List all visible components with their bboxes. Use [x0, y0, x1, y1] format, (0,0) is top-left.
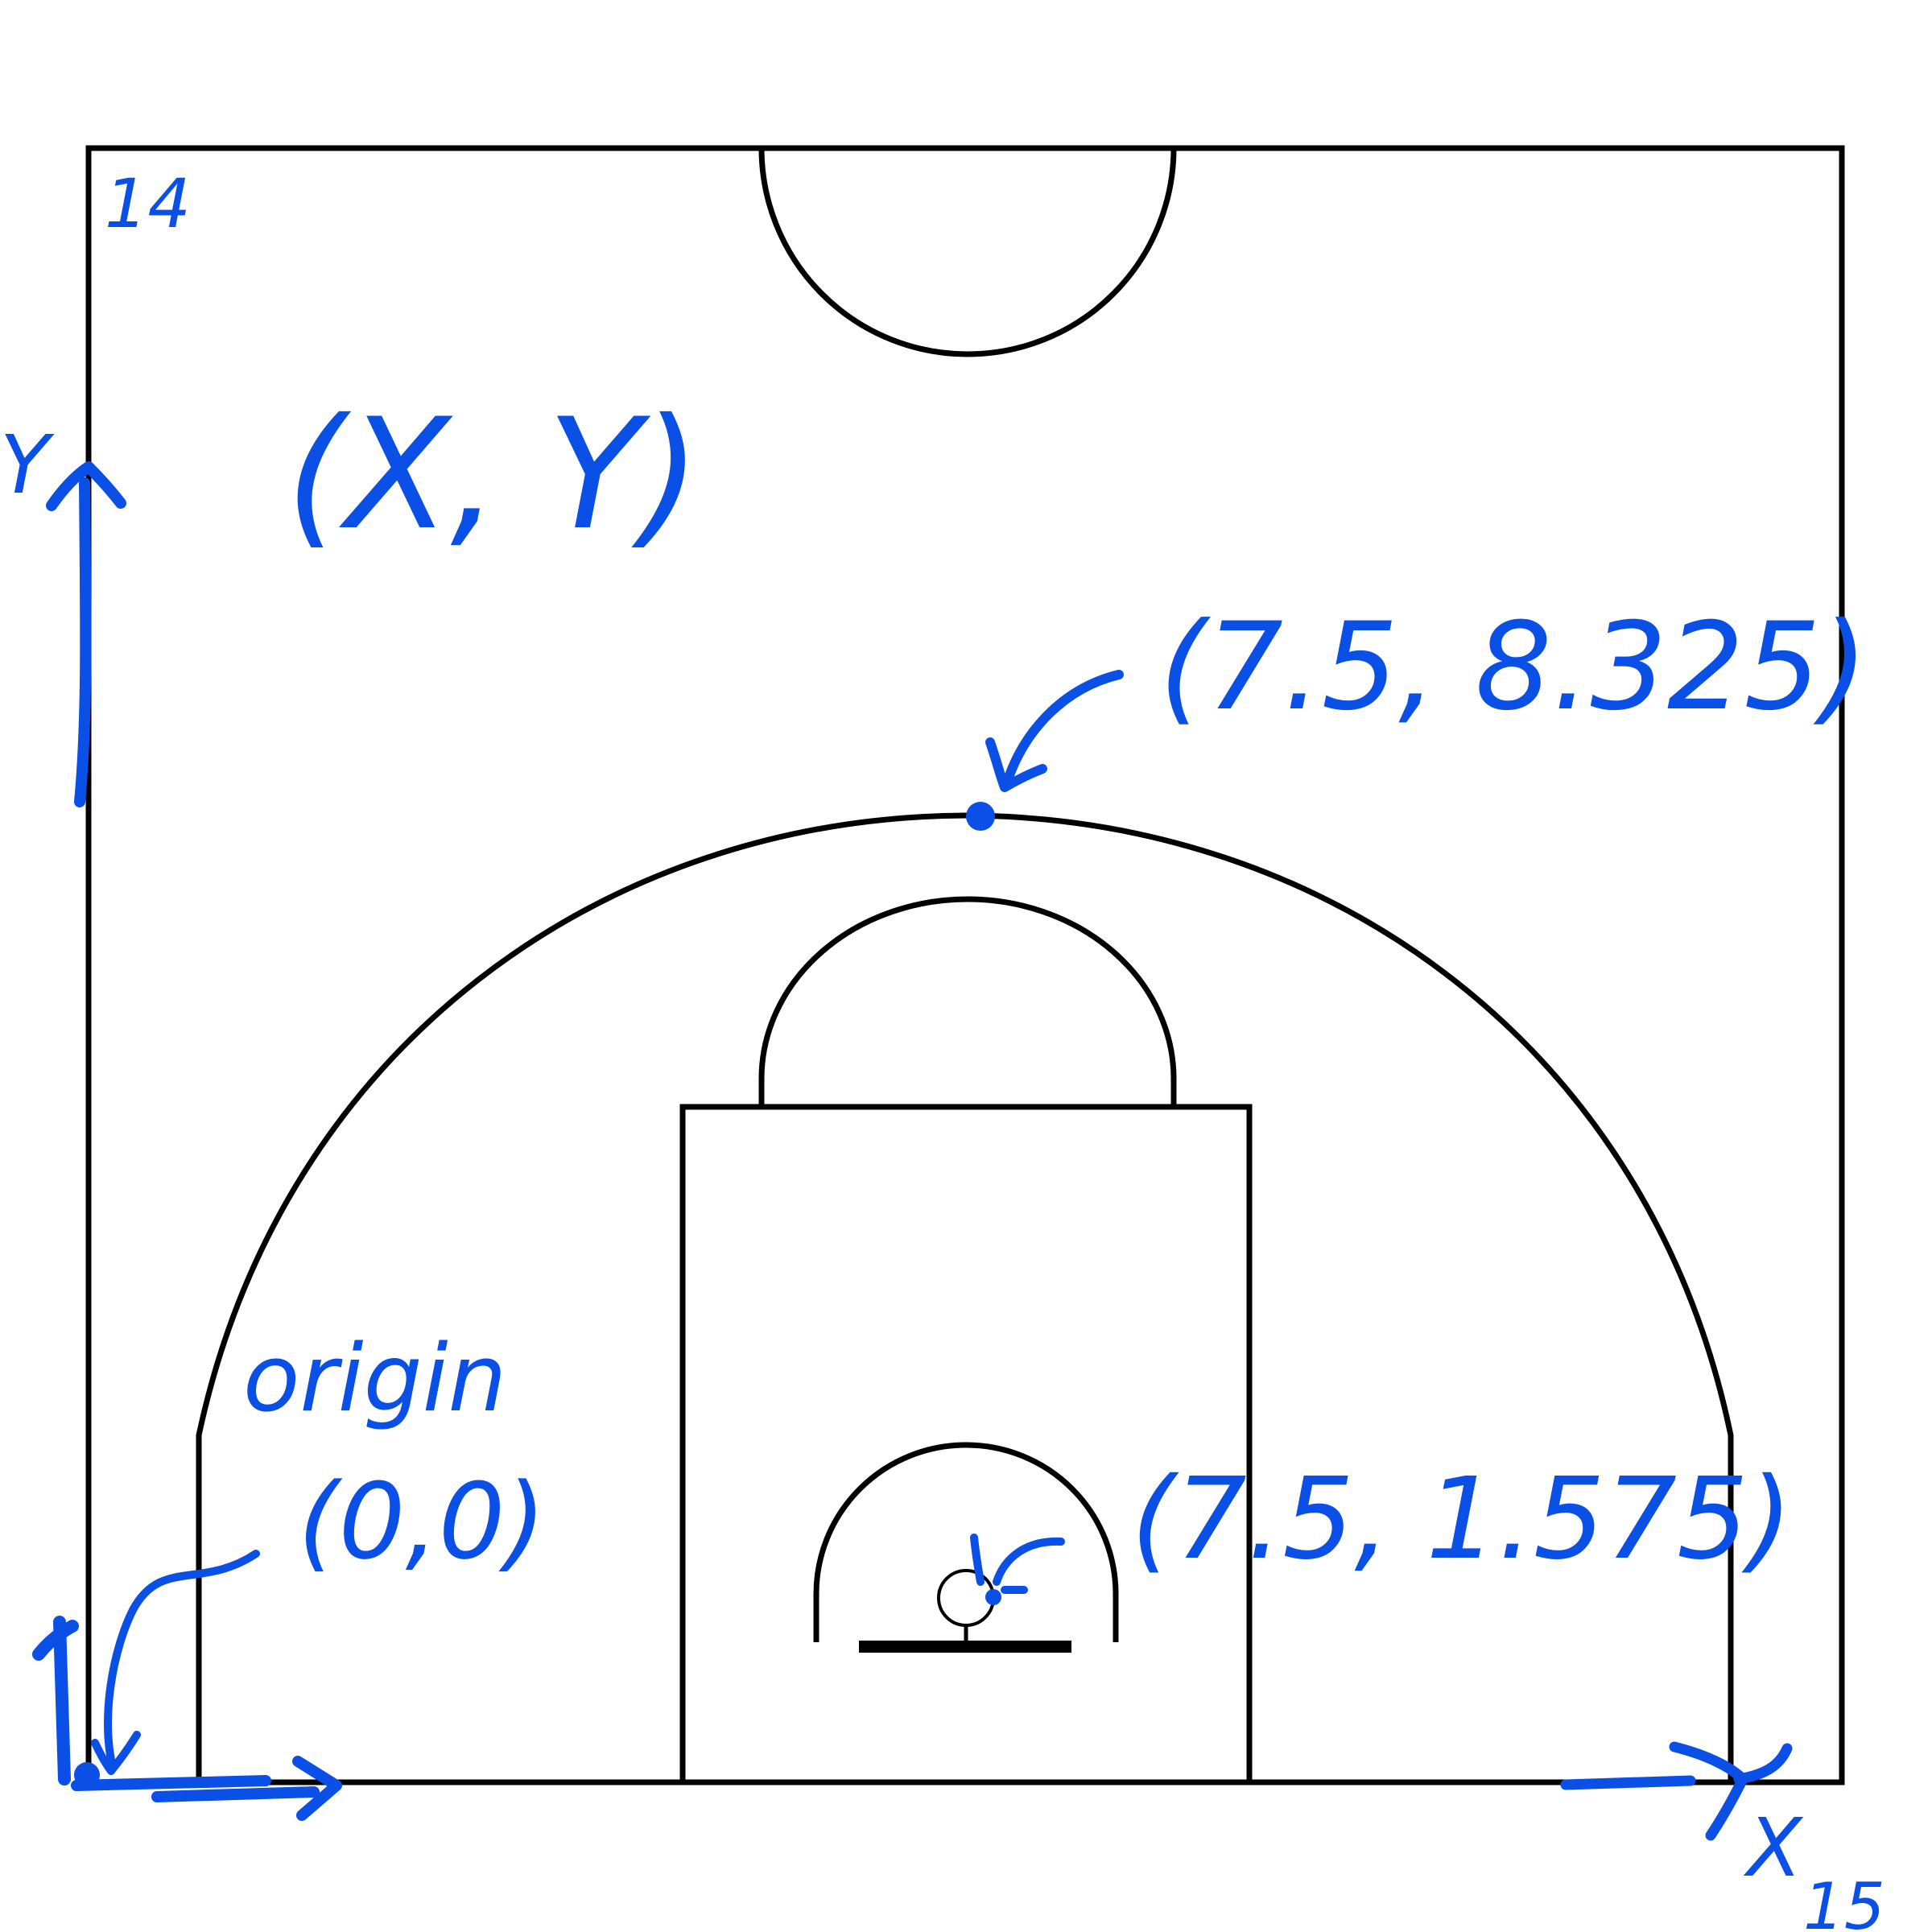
- hoop-rim: [937, 1569, 995, 1627]
- x-max-label: 15: [1803, 1869, 1885, 1932]
- restricted-area-arc: [813, 1442, 1119, 1642]
- x-axis-arrow-right: [1560, 1741, 1793, 1841]
- origin-vertical-tick: [32, 1616, 79, 1785]
- origin-pointer: [91, 1550, 260, 1775]
- origin-dot: [74, 1762, 100, 1788]
- annotations: 14 Y X 15 (X, Y) (7.5, 8.325) origin (0,…: [0, 164, 1885, 1932]
- x-axis-arrow-left: [71, 1756, 342, 1821]
- backboard: [859, 1641, 1071, 1653]
- top-of-arc-point: [966, 802, 995, 831]
- center-circle-arc: [758, 147, 1177, 357]
- hoop-center-point: [985, 1589, 1001, 1605]
- coordinate-form-label: (X, Y): [286, 386, 700, 564]
- free-throw-semicircle: [758, 896, 1177, 1107]
- y-axis-label: Y: [0, 418, 55, 512]
- corner-number-label: 14: [105, 164, 191, 243]
- key-paint: [679, 1104, 1253, 1785]
- origin-coordinate-label: (0,0): [298, 1460, 546, 1583]
- top-of-arc-pointer: [985, 670, 1124, 792]
- top-of-arc-label: (7.5, 8.325): [1159, 597, 1868, 737]
- x-axis-label: X: [1743, 1801, 1804, 1895]
- y-axis-arrow: [46, 461, 126, 807]
- three-point-line: [196, 812, 1734, 1782]
- origin-word: origin: [243, 1325, 506, 1433]
- hoop-coordinate-label: (7.5, 1.575): [1131, 1454, 1793, 1585]
- hoop-pointer: [970, 1534, 1065, 1594]
